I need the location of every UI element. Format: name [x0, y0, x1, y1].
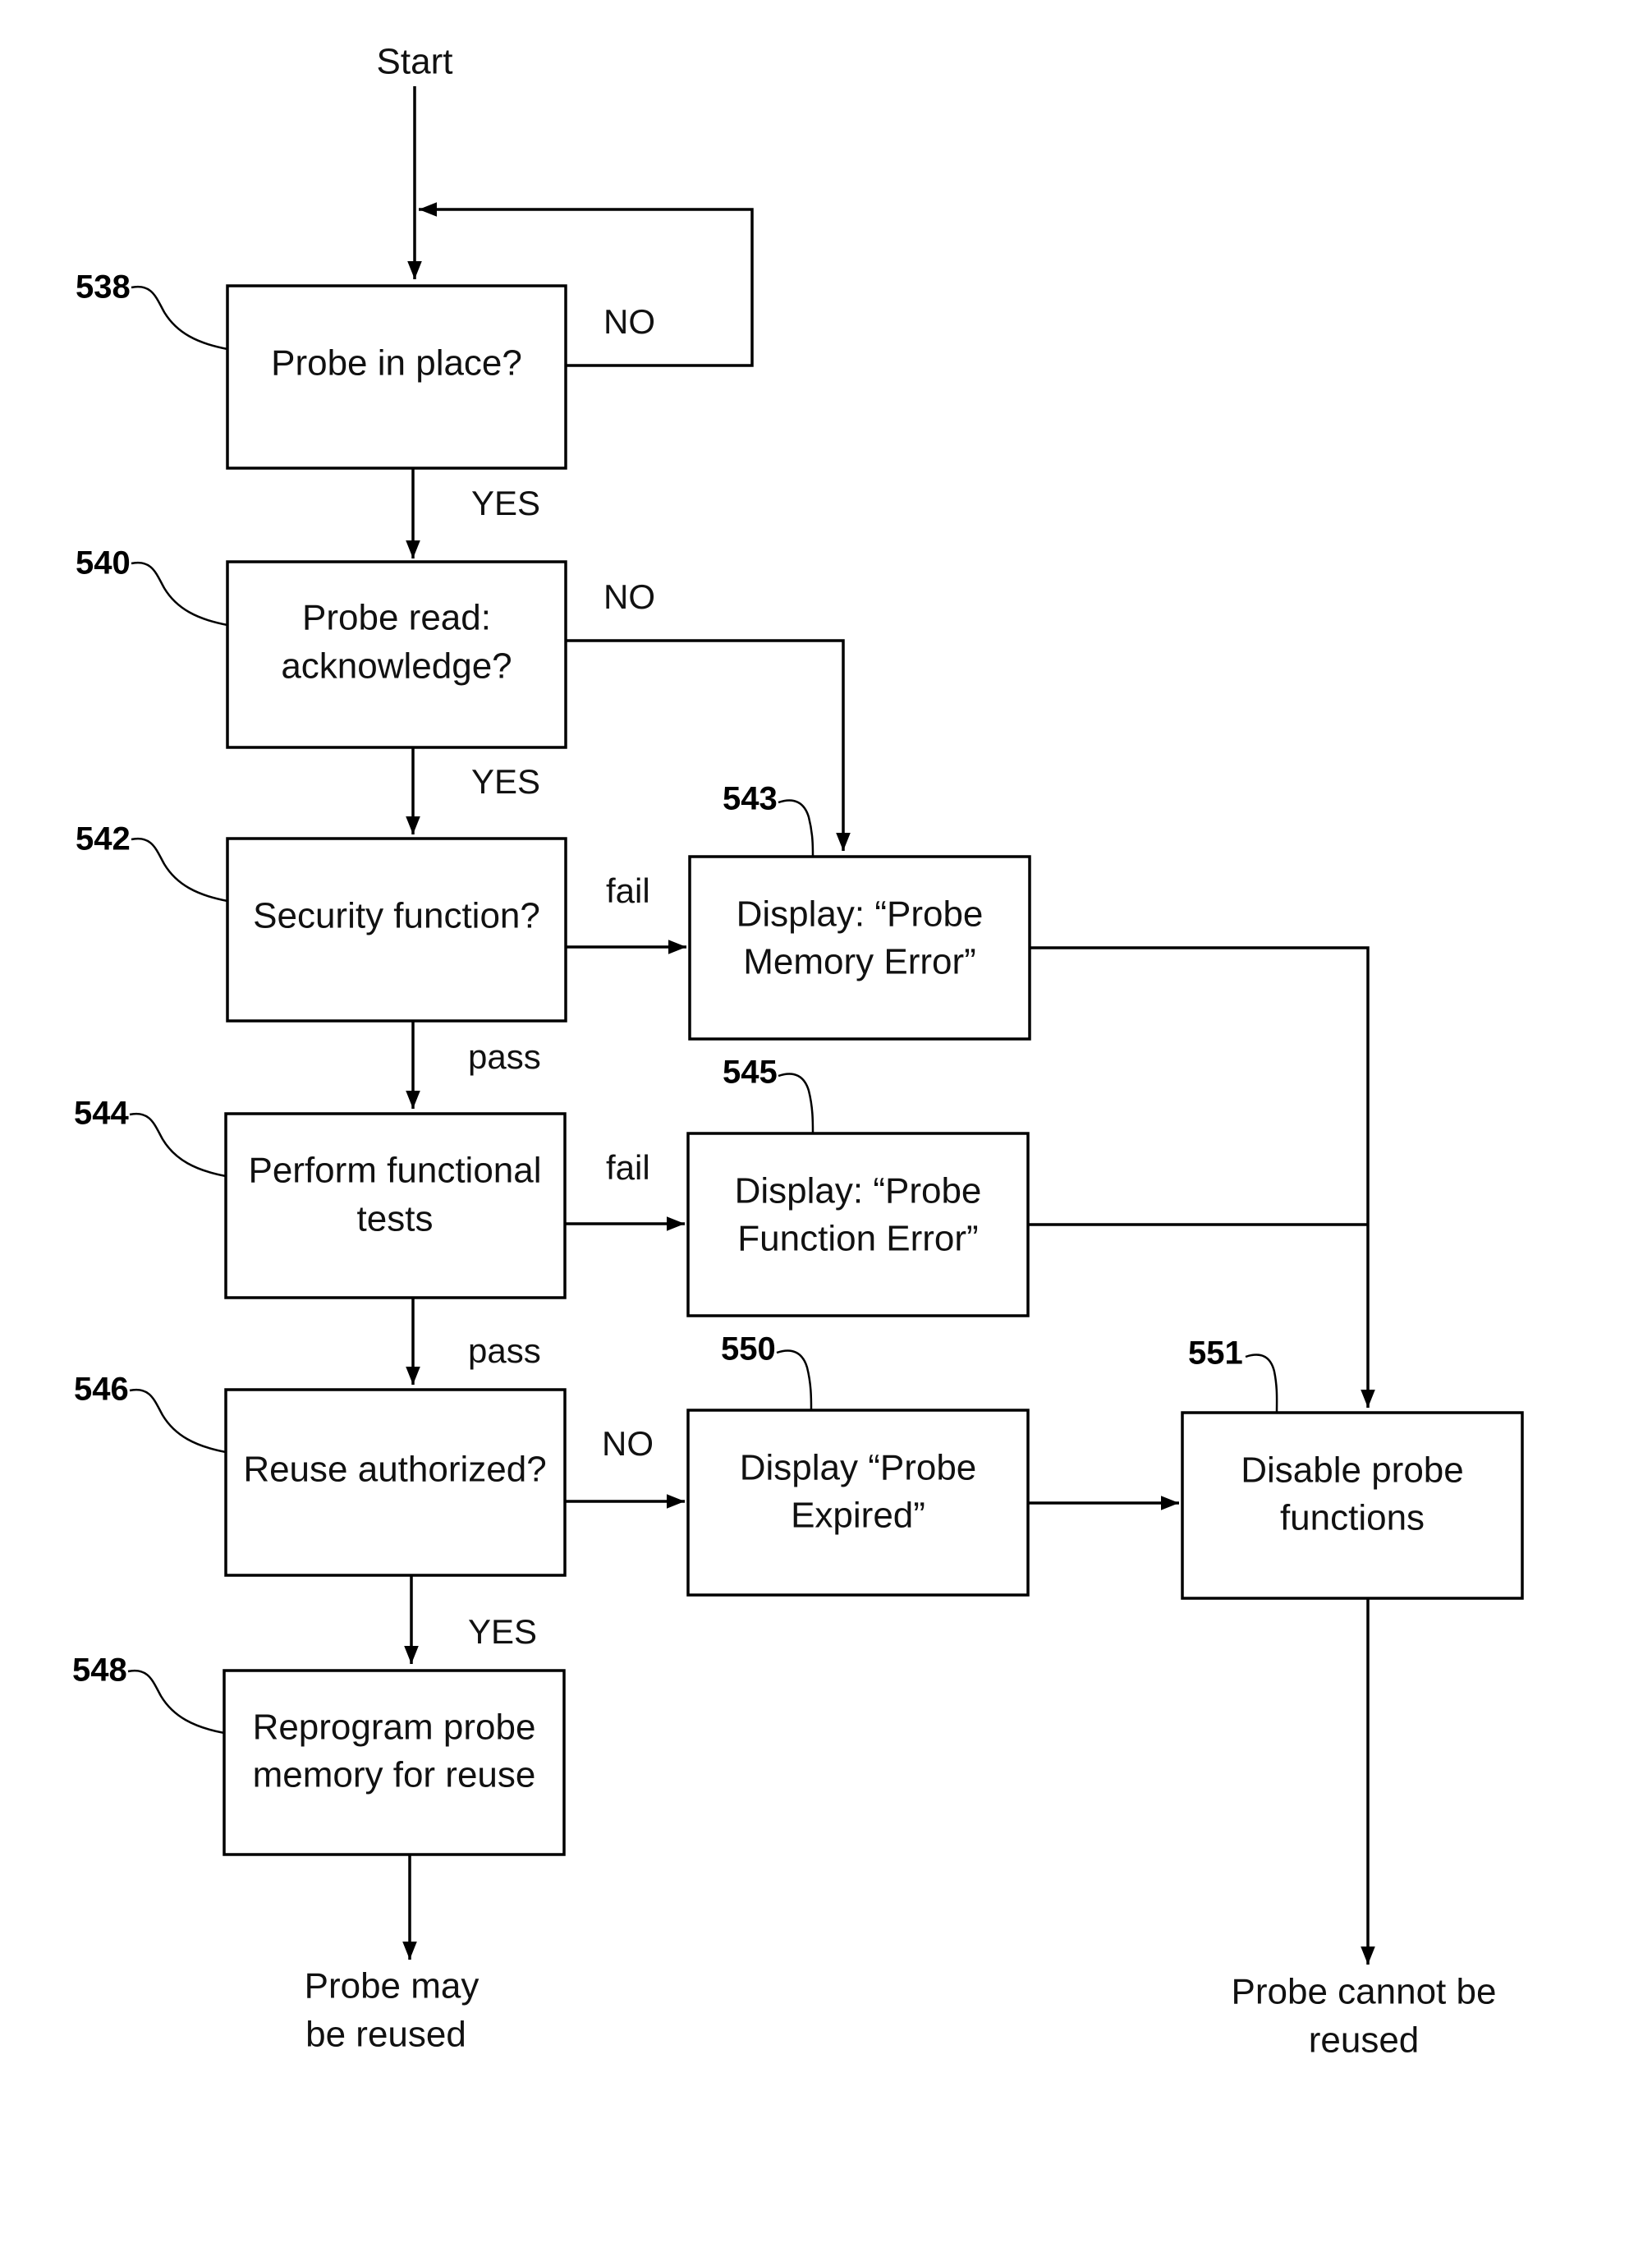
step-548-leader [128, 1671, 224, 1733]
step-545-leader [778, 1073, 813, 1133]
step-550-ref: 550 [721, 1331, 776, 1367]
step-551-text-1: Disable probe [1241, 1450, 1464, 1491]
step-544-leader [130, 1114, 226, 1176]
step-546-text: Reuse authorized? [243, 1450, 546, 1490]
step-551-text-2: functions [1280, 1498, 1425, 1538]
step-544-text-2: tests [357, 1199, 434, 1239]
step-542-text: Security function? [253, 896, 540, 936]
step-540-text-1: Probe read: [302, 598, 491, 638]
branch-540-yes: YES [471, 762, 540, 801]
branch-538-no: NO [603, 302, 655, 341]
end-not-reused-line-1: Probe cannot be [1232, 1972, 1497, 2012]
step-546-ref: 546 [74, 1372, 129, 1408]
step-551-ref: 551 [1188, 1335, 1243, 1372]
step-545-ref: 545 [723, 1055, 778, 1091]
branch-544-pass: pass [468, 1331, 541, 1370]
step-548-text-1: Reprogram probe [253, 1708, 536, 1748]
step-550-text-2: Expired” [791, 1496, 925, 1536]
step-551-leader [1246, 1354, 1277, 1413]
step-543-text-1: Display: “Probe [737, 894, 984, 935]
step-540-text-2: acknowledge? [281, 646, 512, 687]
step-538-leader [131, 287, 227, 349]
step-546-leader [130, 1390, 226, 1452]
step-545-text-2: Function Error” [737, 1219, 978, 1259]
step-548-text-2: memory for reuse [253, 1755, 536, 1795]
end-reused-line-1: Probe may [305, 1966, 480, 2006]
step-544-ref: 544 [74, 1096, 129, 1132]
step-550-leader [777, 1350, 811, 1410]
step-543-leader [778, 800, 813, 857]
step-544-text-1: Perform functional [248, 1151, 541, 1191]
step-542-ref: 542 [76, 821, 131, 857]
branch-544-fail: fail [606, 1148, 650, 1187]
branch-540-no: NO [603, 577, 655, 616]
end-not-reused-line-2: reused [1309, 2020, 1420, 2061]
step-538-text: Probe in place? [271, 343, 522, 384]
step-538-ref: 538 [76, 269, 131, 306]
step-543-ref: 543 [723, 781, 778, 817]
step-550-text-1: Display “Probe [740, 1448, 977, 1488]
branch-542-fail: fail [606, 871, 650, 910]
branch-546-no: NO [602, 1424, 654, 1463]
step-543-text-2: Memory Error” [743, 942, 976, 982]
step-545-text-1: Display: “Probe [735, 1171, 982, 1211]
branch-538-yes: YES [471, 484, 540, 522]
start-label: Start [377, 42, 453, 82]
step-540-leader [131, 563, 227, 625]
arrow-540-543 [567, 641, 843, 851]
end-reused-line-2: be reused [305, 2015, 466, 2055]
step-548-ref: 548 [72, 1652, 127, 1689]
step-542-leader [131, 839, 227, 901]
branch-542-pass: pass [468, 1037, 541, 1076]
branch-546-yes: YES [468, 1612, 537, 1651]
step-540-ref: 540 [76, 545, 131, 581]
